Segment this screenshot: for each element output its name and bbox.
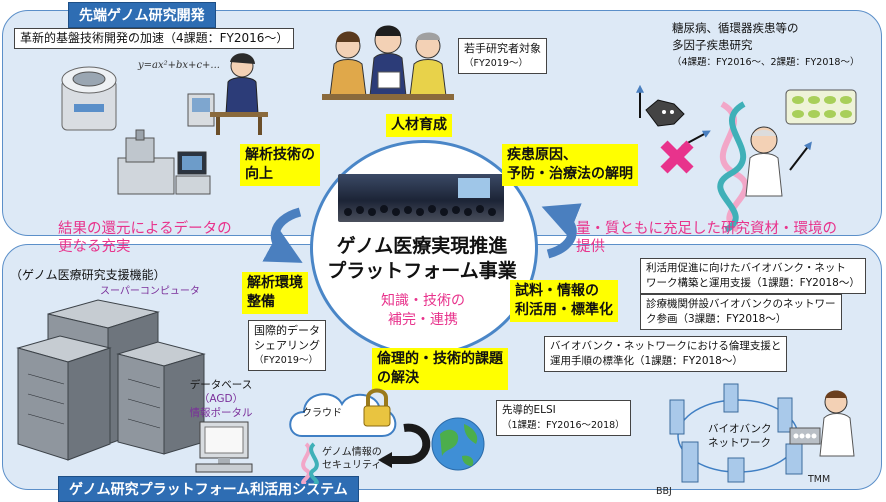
database-line1: データベース [189,379,253,391]
supercomputer-label: スーパーコンピュータ [100,286,200,297]
disease-research-line3: （4課題：FY2016〜、2課題：FY2018〜） [672,57,860,68]
genome-security-line2: セキュリティ [322,460,382,471]
young-researcher-line1: 若手研究者対象 [464,42,541,55]
lock-icon [363,405,391,427]
genome-security-label: ゲノム情報の セキュリティ [322,446,382,472]
cloud-label: クラウド [302,408,342,419]
cloud-security-illustration [289,388,485,484]
pill-pack-icon [785,89,857,125]
label-disease-cause: 疾患原因、 予防・治療法の解明 [502,144,638,186]
database-label: データベース （AGD） 情報ポータル [184,378,258,420]
dna-helix-icon [717,101,749,232]
researcher-at-computer-icon [187,53,268,135]
disease-research-box: 糖尿病、循環器疾患等の 多因子疾患研究 （4課題：FY2016〜、2課題：FY2… [672,20,859,71]
biobank-network-label: バイオバンク ネットワーク [708,422,772,450]
label-analysis-env-line2: 整備 [247,294,275,310]
tmm-label: TMM [808,474,831,485]
data-return-text: 結果の還元によるデータの 更なる充実 [58,220,232,256]
center-title: ゲノム医療実現推進 プラットフォーム事業 [318,234,526,284]
center-title-line1: ゲノム医療実現推進 [336,235,508,257]
data-sharing-line3: （FY2019〜） [254,355,318,366]
tech-dev-box: 革新的基盤技術開発の加速（4課題：FY2016〜） [14,28,295,49]
formula-text: y=ax²+bx+c+... [138,60,220,71]
supercomputer-icon [16,299,206,461]
label-ethics: 倫理的・技術的課題 の解決 [372,348,508,390]
label-analysis-tech-line1: 解析技術の [245,147,315,163]
label-analysis-env: 解析環境 整備 [242,272,308,314]
resource-supply-line2: 提供 [576,239,605,255]
center-subtitle: 知識・技術の 補完・連携 [358,292,488,330]
young-researcher-line2: （FY2019〜） [464,58,528,69]
return-arrow-icon [390,423,431,464]
hospital-biobank-box: 診療機関併設バイオバンクのネットワー ク参画（3課題：FY2018〜） [640,294,842,330]
biobank-network-illustration [669,383,855,483]
cross-mark-icon [660,140,694,174]
globe-icon [431,417,485,471]
hospital-biobank-line2: ク参画（3課題：FY2018〜） [646,313,787,325]
hospital-biobank-line1: 診療機関併設バイオバンクのネットワー [646,298,836,310]
top-section-tab: 先端ゲノム研究開発 [68,2,216,28]
young-researchers-icon [322,25,454,100]
conference-photo [338,174,504,222]
support-function-label: （ゲノム医療研究支援機能） [10,268,166,282]
database-line2: （AGD） [198,393,244,405]
ethics-support-line1: バイオバンク・ネットワークにおける倫理支援と [550,340,782,352]
data-sharing-line2: シェアリング [254,339,320,352]
label-sample-info-line1: 試料・情報の [515,283,599,299]
biobank-support-line1: 利活用促進に向けたバイオバンク・ネット [646,262,846,274]
data-return-line1: 結果の還元によるデータの [58,221,232,237]
biobank-support-box: 利活用促進に向けたバイオバンク・ネット ワーク構築と運用支援（1課題：FY201… [640,258,866,294]
data-return-line2: 更なる充実 [58,239,131,255]
biobank-network-line1: バイオバンク [708,423,772,435]
label-ethics-line1: 倫理的・技術的課題 [377,351,503,367]
label-disease-cause-line2: 予防・治療法の解明 [507,166,633,182]
disease-research-illustration [636,84,857,232]
label-analysis-tech: 解析技術の 向上 [240,144,320,186]
doctor-icon [745,126,783,197]
label-ethics-line2: の解決 [377,370,419,386]
label-disease-cause-line1: 疾患原因、 [507,147,577,163]
elsi-line2: （1課題：FY2016〜2018） [502,420,625,431]
label-analysis-env-line1: 解析環境 [247,275,303,291]
disease-research-line2: 多因子疾患研究 [672,38,753,52]
lock-shackle-icon [366,388,388,408]
bbj-label: BBJ [656,486,672,497]
computer-terminal-icon [195,421,253,473]
biobank-network-line2: ネットワーク [708,437,771,449]
data-sharing-line1: 国際的データ [254,324,320,337]
right-supply-arrow [541,203,582,259]
bottom-section-tab: ゲノム研究プラットフォーム利活用システム [58,476,359,502]
center-subtitle-line1: 知識・技術の [381,293,465,309]
young-researcher-box: 若手研究者対象 （FY2019〜） [458,38,547,74]
label-analysis-tech-line2: 向上 [245,166,273,182]
data-sharing-box: 国際的データ シェアリング （FY2019〜） [248,320,326,371]
sequencer-machine-icon [117,129,211,195]
disease-research-line1: 糖尿病、循環器疾患等の [672,21,799,35]
center-subtitle-line2: 補完・連携 [388,312,458,328]
biobank-support-line2: ワーク構築と運用支援（1課題：FY2018〜） [646,277,860,289]
security-dna-icon [301,442,319,484]
ethics-support-line2: 運用手順の標準化（1課題：FY2018〜） [550,355,743,367]
ethics-support-box: バイオバンク・ネットワークにおける倫理支援と 運用手順の標準化（1課題：FY20… [544,336,788,372]
left-return-arrow [262,207,303,263]
technician-icon [789,390,855,457]
genome-security-line1: ゲノム情報の [322,447,382,458]
centrifuge-icon [61,66,117,131]
elsi-line1: 先導的ELSI [502,404,556,416]
label-sample-info-line2: 利活用・標準化 [515,302,613,318]
resource-supply-text: 量・質ともに充足した研究資材・環境の 提供 [576,220,837,256]
label-sample-info: 試料・情報の 利活用・標準化 [510,280,618,322]
resource-supply-line1: 量・質ともに充足した研究資材・環境の [576,221,837,237]
up-arrow-right [789,141,812,171]
building-icons [669,383,803,483]
elsi-box: 先導的ELSI （1課題：FY2016〜2018） [496,400,631,436]
center-title-line2: プラットフォーム事業 [327,260,517,282]
label-human-resources: 人材育成 [386,114,452,137]
database-line3: 情報ポータル [189,407,253,419]
